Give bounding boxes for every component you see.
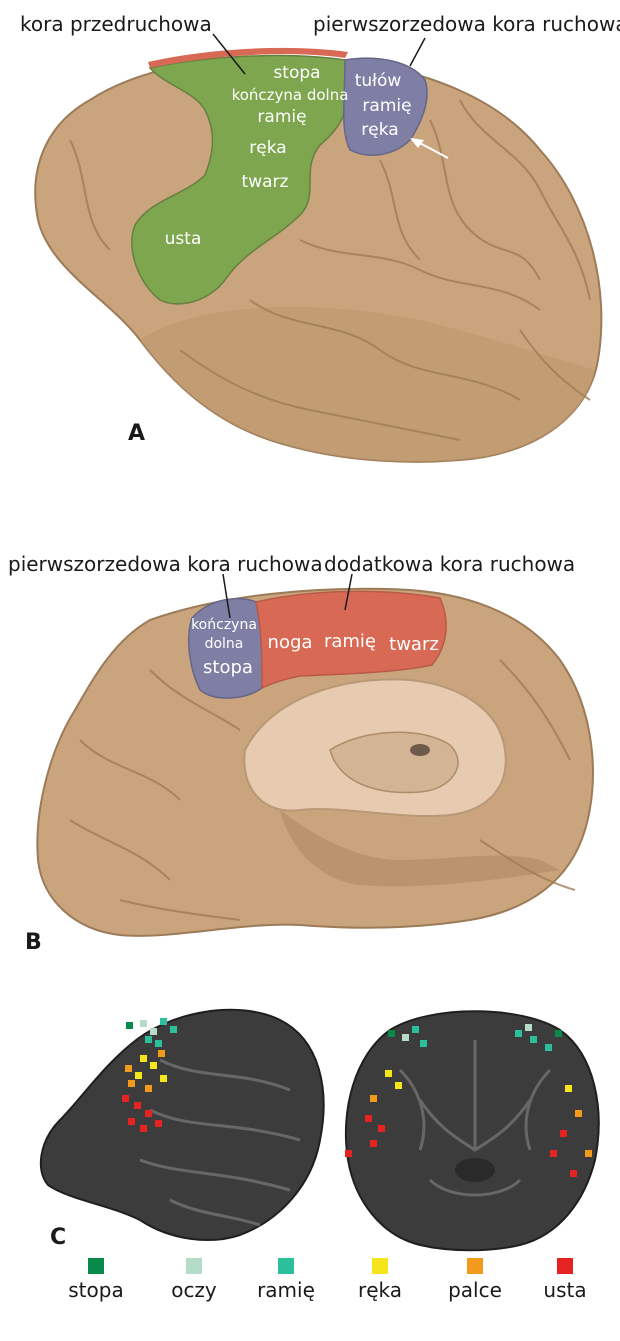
premotor-label-twarz: twarz (242, 172, 289, 192)
marker-ramie (170, 1026, 177, 1033)
supplementary-label-twarz: twarz (389, 634, 439, 655)
marker-ramie (545, 1044, 552, 1051)
legend-label-reka: ręka (330, 1278, 430, 1302)
premotor-label-konczyna: kończyna dolna (232, 86, 349, 104)
legend-item-stopa: stopa (46, 1258, 146, 1302)
marker-reka (395, 1082, 402, 1089)
premotor-label-usta: usta (165, 229, 202, 249)
marker-palce (128, 1080, 135, 1087)
legend-label-usta: usta (515, 1278, 615, 1302)
lateral-brain-illustration: stopa kończyna dolna ramię ręka twarz us… (0, 0, 620, 470)
legend-item-usta: usta (515, 1258, 615, 1302)
primary-label-ramie: ramię (362, 96, 411, 116)
marker-reka (385, 1070, 392, 1077)
marker-palce (125, 1065, 132, 1072)
marker-usta (145, 1110, 152, 1117)
legend-swatch-oczy (186, 1258, 202, 1274)
marker-oczy (140, 1020, 147, 1027)
marker-oczy (150, 1028, 157, 1035)
primary-label-dolna: dolna (205, 636, 244, 652)
marker-usta (560, 1130, 567, 1137)
marker-reka (150, 1062, 157, 1069)
marker-reka (140, 1055, 147, 1062)
marker-stopa (388, 1030, 395, 1037)
legend-item-reka: ręka (330, 1258, 430, 1302)
marker-palce (575, 1110, 582, 1117)
legend-label-palce: palce (425, 1278, 525, 1302)
legend-swatch-reka (372, 1258, 388, 1274)
marker-palce (145, 1085, 152, 1092)
primary-label-reka: ręka (361, 120, 398, 140)
legend-item-oczy: oczy (144, 1258, 244, 1302)
marker-palce (370, 1095, 377, 1102)
marker-oczy (525, 1024, 532, 1031)
mri-coronal-ventricle (455, 1158, 495, 1182)
supplementary-label-ramie: ramię (324, 631, 376, 652)
marker-ramie (160, 1018, 167, 1025)
panel-letter-c: C (50, 1225, 66, 1250)
marker-usta (570, 1170, 577, 1177)
marker-reka (135, 1072, 142, 1079)
marker-ramie (420, 1040, 427, 1047)
premotor-label-reka: ręka (249, 138, 286, 158)
legend-item-palce: palce (425, 1258, 525, 1302)
marker-usta (378, 1125, 385, 1132)
marker-reka (565, 1085, 572, 1092)
marker-stopa (555, 1030, 562, 1037)
callout-primary-b: pierwszorzedowa kora ruchowa (8, 552, 323, 576)
supplementary-label-noga: noga (268, 632, 313, 653)
primary-label-tulow: tułów (355, 71, 402, 91)
legend-swatch-stopa (88, 1258, 104, 1274)
legend-swatch-palce (467, 1258, 483, 1274)
callout-supplementary: dodatkowa kora ruchowa (324, 552, 575, 576)
legend-label-oczy: oczy (144, 1278, 244, 1302)
marker-ramie (515, 1030, 522, 1037)
marker-usta (365, 1115, 372, 1122)
marker-ramie (155, 1040, 162, 1047)
premotor-label-stopa: stopa (273, 63, 320, 83)
marker-usta (370, 1140, 377, 1147)
panel-letter-b: B (25, 930, 42, 955)
ventricle-dot (410, 744, 430, 756)
mri-scans-figure (0, 1000, 620, 1260)
marker-oczy (402, 1034, 409, 1041)
marker-usta (550, 1150, 557, 1157)
callout-premotor: kora przedruchowa (20, 12, 212, 36)
legend-swatch-ramie (278, 1258, 294, 1274)
marker-usta (134, 1102, 141, 1109)
marker-usta (155, 1120, 162, 1127)
primary-label-stopa: stopa (203, 657, 253, 678)
marker-ramie (145, 1036, 152, 1043)
primary-label-konczyna: kończyna (191, 617, 257, 633)
legend-label-stopa: stopa (46, 1278, 146, 1302)
marker-ramie (412, 1026, 419, 1033)
marker-reka (160, 1075, 167, 1082)
marker-usta (128, 1118, 135, 1125)
panel-letter-a: A (128, 421, 145, 446)
marker-usta (345, 1150, 352, 1157)
legend: stopa oczy ramię ręka palce usta (0, 1258, 620, 1338)
panel-a: stopa kończyna dolna ramię ręka twarz us… (0, 0, 620, 470)
legend-swatch-usta (557, 1258, 573, 1274)
marker-palce (158, 1050, 165, 1057)
marker-usta (140, 1125, 147, 1132)
medial-brain-illustration: kończyna dolna stopa noga ramię twarz (0, 540, 620, 960)
primary-callout-line-a (410, 38, 425, 66)
legend-label-ramie: ramię (236, 1278, 336, 1302)
marker-stopa (126, 1022, 133, 1029)
panel-b: kończyna dolna stopa noga ramię twarz pi… (0, 540, 620, 960)
callout-primary-a: pierwszorzedowa kora ruchowa (313, 12, 620, 36)
marker-usta (122, 1095, 129, 1102)
legend-item-ramie: ramię (236, 1258, 336, 1302)
premotor-label-ramie: ramię (257, 107, 306, 127)
marker-palce (585, 1150, 592, 1157)
marker-ramie (530, 1036, 537, 1043)
